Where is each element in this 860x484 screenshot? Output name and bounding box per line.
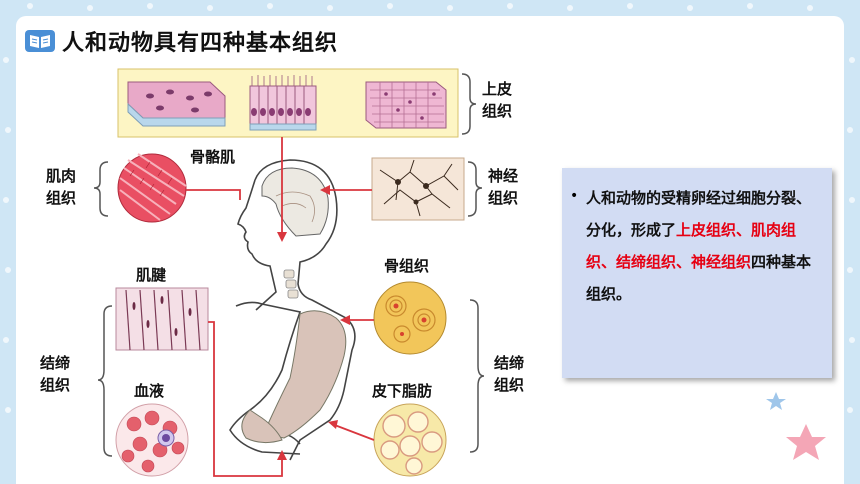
label-skeletal-muscle: 骨骼肌: [190, 148, 236, 166]
brain-nerve-lines: [275, 191, 315, 223]
label-nerve: 神经 组织: [488, 167, 519, 207]
spine: [283, 269, 299, 299]
epithelium-columnar: [249, 75, 317, 131]
label-connective-right: 结缔 组织: [494, 354, 525, 394]
human-figure: [229, 159, 356, 461]
blood-sample: [115, 403, 189, 477]
star-icon: [766, 392, 786, 410]
connector-arrows: [186, 137, 375, 477]
subcutaneous-fat-sample: [373, 403, 447, 477]
arrow-heads: [277, 185, 350, 460]
bracket-nerve: [467, 161, 483, 217]
info-box: • 人和动物的受精卵经过细胞分裂、分化，形成了上皮组织、肌肉组织、结缔组织、神经…: [562, 168, 832, 378]
bracket-epithelial: [461, 73, 477, 135]
human-skull: [261, 167, 329, 237]
info-text: 人和动物的受精卵经过细胞分裂、分化，形成了上皮组织、肌肉组织、结缔组织、神经组织…: [586, 189, 812, 303]
label-blood: 血液: [134, 382, 165, 400]
label-subcutaneous-fat: 皮下脂肪: [372, 382, 433, 400]
label-muscle: 肌肉 组织: [46, 167, 77, 207]
epithelium-squamous: [127, 81, 226, 127]
nerve-tissue-sample: [371, 157, 465, 221]
bracket-muscle: [93, 161, 109, 217]
bracket-connective-right: [469, 299, 485, 453]
bracket-connective-left: [97, 305, 113, 457]
skeletal-muscle-sample: [117, 153, 187, 223]
info-highlight: 上皮组织、肌肉组织、结缔组织、神经组织: [586, 221, 797, 271]
bullet: •: [570, 188, 579, 204]
epithelium-stratified: [365, 81, 447, 129]
label-epithelial: 上皮 组织: [482, 80, 513, 120]
label-tendon: 肌腱: [136, 266, 167, 284]
book-icon: [25, 30, 55, 52]
title-bar: 人和动物具有四种基本组织: [24, 22, 338, 60]
label-bone-tissue: 骨组织: [384, 257, 430, 275]
bone-tissue-sample: [373, 281, 447, 355]
tendon-sample: [115, 287, 209, 351]
page-title: 人和动物具有四种基本组织: [62, 31, 339, 56]
star-icon-large: [786, 424, 826, 460]
human-muscle-arm: [241, 310, 347, 444]
label-connective-left: 结缔 组织: [40, 354, 71, 394]
